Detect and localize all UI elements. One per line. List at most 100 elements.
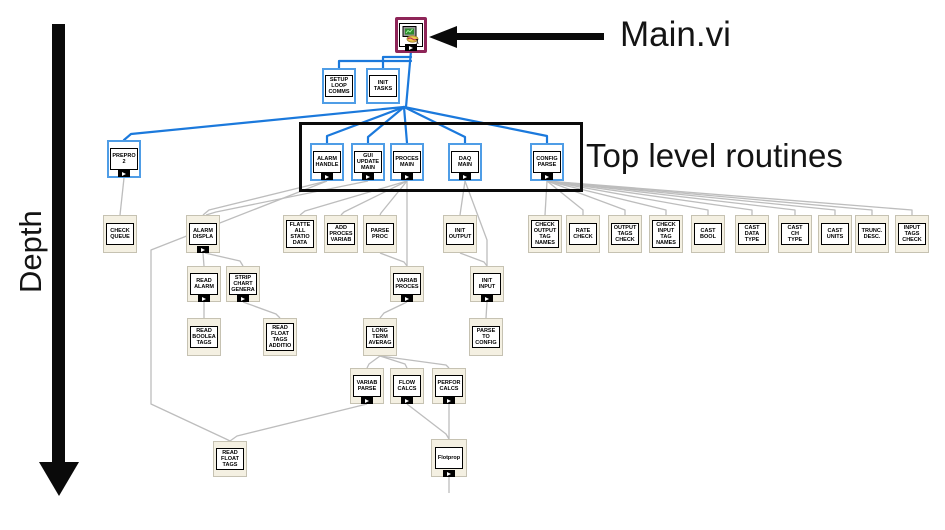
vi-node-label: CAST CH TYPE	[781, 222, 809, 246]
vi-node-flatte-all-statio-data[interactable]: FLATTE ALL STATIO DATA	[283, 215, 317, 253]
run-arrow-icon	[481, 295, 493, 302]
vi-node-label: PREPRO 2	[110, 148, 138, 170]
vi-node-flotprop[interactable]: Flotprop	[431, 439, 467, 477]
vi-node-label: VARIAB PARSE	[353, 375, 381, 397]
vi-node-label: INIT OUTPUT	[446, 223, 474, 245]
hierarchy-wire	[402, 105, 549, 145]
depth-axis-arrow	[52, 24, 65, 464]
vi-node-cast-bool[interactable]: CAST BOOL	[691, 215, 725, 253]
vi-node-output-tags-check[interactable]: OUTPUT TAGS CHECK	[608, 215, 642, 253]
vi-node-read-float-tags-additio[interactable]: READ FLOAT TAGS ADDITIO	[263, 318, 297, 356]
hierarchy-wire	[546, 180, 667, 215]
hierarchy-wire	[546, 180, 796, 215]
hierarchy-wire	[546, 180, 836, 215]
hierarchy-wire	[379, 252, 408, 267]
hierarchy-wire	[204, 252, 244, 267]
vi-node-label: SETUP LOOP COMMS	[325, 74, 353, 98]
run-arrow-icon	[118, 170, 130, 177]
vi-node-parse-to-config[interactable]: PARSE TO CONFIG	[469, 318, 503, 356]
vi-node-init-output[interactable]: INIT OUTPUT	[443, 215, 477, 253]
vi-node-daq-main[interactable]: DAQ MAIN	[448, 143, 482, 181]
vi-node-add-proces-variab[interactable]: ADD PROCES VARIAB	[324, 215, 358, 253]
hierarchy-wire	[546, 180, 913, 215]
vi-node-gui-update-main[interactable]: GUI UPDATE MAIN	[351, 143, 385, 181]
vi-node-label: PARSE TO CONFIG	[472, 325, 500, 349]
vi-node-check-output-tag-names[interactable]: CHECK OUTPUT TAG NAMES	[528, 215, 562, 253]
run-arrow-icon	[321, 173, 333, 180]
vi-node-check-queue[interactable]: CHECK QUEUE	[103, 215, 137, 253]
depth-axis-arrowhead-icon	[39, 462, 79, 496]
hierarchy-wire	[546, 180, 873, 215]
hierarchy-wire	[459, 252, 488, 267]
main-vi-label: Main.vi	[620, 15, 731, 54]
vi-node-cast-units[interactable]: CAST UNITS	[818, 215, 852, 253]
vi-node-label: ALARM HANDLE	[313, 151, 341, 173]
hierarchy-wire	[402, 105, 467, 145]
vi-node-label: CHECK INPUT TAG NAMES	[652, 219, 680, 249]
hierarchy-wire	[402, 105, 409, 145]
run-arrow-icon	[541, 173, 553, 180]
run-arrow-icon	[459, 173, 471, 180]
hierarchy-wire	[366, 105, 406, 145]
run-arrow-icon	[443, 470, 455, 477]
vi-node-label: RATE CHECK	[569, 223, 597, 245]
svg-text:1: 1	[416, 40, 420, 46]
hierarchy-wire	[379, 355, 408, 369]
vi-node-label: PERFOR CALCS	[435, 375, 463, 397]
hierarchy-wire	[546, 180, 753, 215]
vi-node-config-parse[interactable]: CONFIG PARSE	[530, 143, 564, 181]
run-arrow-icon	[401, 295, 413, 302]
vi-node-trunc-desc[interactable]: TRUNC. DESC.	[855, 215, 889, 253]
vi-node-label: INPUT TAGS CHECK	[898, 222, 926, 246]
top-level-routines-label: Top level routines	[586, 137, 843, 174]
vi-node-setup-loop-comms[interactable]: SETUP LOOP COMMS	[322, 68, 356, 104]
vi-node-label: PROCES MAIN	[393, 151, 421, 173]
main-vi-arrow	[456, 33, 604, 40]
vi-node-label: ADD PROCES VARIAB	[327, 222, 355, 246]
vi-node-label: FLATTE ALL STATIO DATA	[286, 219, 314, 249]
vi-node-init-input[interactable]: INIT INPUT	[470, 266, 504, 302]
run-arrow-icon	[401, 397, 413, 404]
hierarchy-wire	[379, 355, 450, 369]
vi-node-read-alarm[interactable]: READ ALARM	[187, 266, 221, 302]
hierarchy-wire	[544, 180, 548, 216]
vi-node-variab-parse[interactable]: VARIAB PARSE	[350, 368, 384, 404]
vi-node-alarm-handle[interactable]: ALARM HANDLE	[310, 143, 344, 181]
vi-node-check-input-tag-names[interactable]: CHECK INPUT TAG NAMES	[649, 215, 683, 253]
vi-node-label: LONG TERM AVERAG	[366, 325, 394, 349]
hierarchy-wire	[325, 105, 406, 145]
vi-node-flow-calcs[interactable]: FLOW CALCS	[390, 368, 424, 404]
vi-node-main[interactable]: 1	[395, 17, 427, 53]
run-arrow-icon	[361, 397, 373, 404]
vi-node-long-term-averag[interactable]: LONG TERM AVERAG	[363, 318, 397, 356]
vi-node-label: CAST UNITS	[821, 223, 849, 245]
vi-node-prepro-2[interactable]: PREPRO 2	[107, 140, 141, 178]
vi-node-strip-chart-genera[interactable]: STRIP CHART GENERA	[226, 266, 260, 302]
hierarchy-wire	[202, 180, 328, 216]
vi-node-read-boolea-tags[interactable]: READ BOOLEA TAGS	[187, 318, 221, 356]
run-arrow-icon	[405, 44, 417, 51]
vi-node-variab-proces[interactable]: VARIAB PROCES	[390, 266, 424, 302]
vi-node-proces-main[interactable]: PROCES MAIN	[390, 143, 424, 181]
vi-node-parse-proc[interactable]: PARSE PROC	[363, 215, 397, 253]
hierarchy-wire	[229, 403, 368, 442]
vi-node-label: CAST DATA TYPE	[738, 222, 766, 246]
vi-node-label: CONFIG PARSE	[533, 151, 561, 173]
vi-node-label: CAST BOOL	[694, 223, 722, 245]
vi-node-init-tasks[interactable]: INIT TASKS	[366, 68, 400, 104]
vi-node-perfor-calcs[interactable]: PERFOR CALCS	[432, 368, 466, 404]
vi-node-label: OUTPUT TAGS CHECK	[611, 222, 639, 246]
vi-node-cast-data-type[interactable]: CAST DATA TYPE	[735, 215, 769, 253]
labview-vi-icon: 1	[402, 26, 420, 46]
vi-node-label: INIT TASKS	[369, 75, 397, 97]
vi-node-label: INIT INPUT	[473, 273, 501, 295]
vi-node-read-float-tags[interactable]: READ FLOAT TAGS	[213, 441, 247, 477]
hierarchy-wire	[485, 301, 488, 319]
vi-node-rate-check[interactable]: RATE CHECK	[566, 215, 600, 253]
vi-node-cast-ch-type[interactable]: CAST CH TYPE	[778, 215, 812, 253]
vi-node-input-tags-check[interactable]: INPUT TAGS CHECK	[895, 215, 929, 253]
hierarchy-wire	[242, 301, 281, 319]
vi-node-alarm-displa[interactable]: ALARM DISPLA	[186, 215, 220, 253]
run-arrow-icon	[443, 397, 455, 404]
